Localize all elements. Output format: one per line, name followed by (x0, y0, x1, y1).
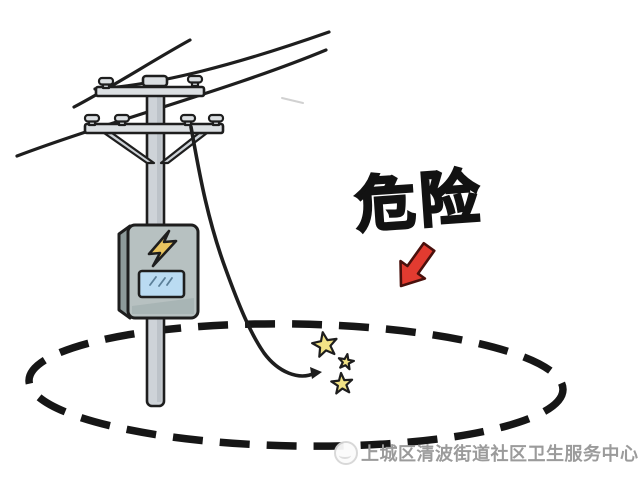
watermark-logo-icon (334, 441, 358, 465)
crossarm-upper (94, 85, 206, 98)
insulator (113, 113, 131, 127)
fallen-wire (189, 125, 317, 378)
spark-star (337, 353, 355, 371)
danger-zone-ellipse (25, 320, 567, 450)
power-line-upper (93, 30, 331, 91)
crossarm-lower (83, 122, 225, 135)
transformer-box-shading (132, 298, 194, 314)
faint-scratch (281, 97, 304, 104)
fallen-wire-tip (310, 367, 322, 379)
insulator (186, 74, 204, 88)
danger-label: 危险 (352, 162, 487, 240)
spark-star (311, 331, 338, 358)
watermark-text: 上城区清波街道社区卫生服务中心 (361, 444, 639, 464)
lightning-bolt-icon (147, 229, 178, 268)
down-left-arrow-icon (399, 241, 436, 288)
insulator (97, 76, 115, 90)
insulator (179, 113, 197, 127)
insulator (207, 113, 225, 127)
insulator (83, 113, 101, 127)
spark-star (330, 371, 354, 395)
power-line-short-left (72, 38, 192, 109)
power-line-lower (15, 48, 328, 158)
pole-top-cap (141, 74, 169, 88)
transformer-box (117, 223, 200, 320)
spark-stars-icon (311, 331, 355, 395)
watermark: 上城区清波街道社区卫生服务中心 (334, 440, 639, 466)
crossarm-brace-right (159, 131, 209, 165)
window-reflection (149, 276, 173, 287)
